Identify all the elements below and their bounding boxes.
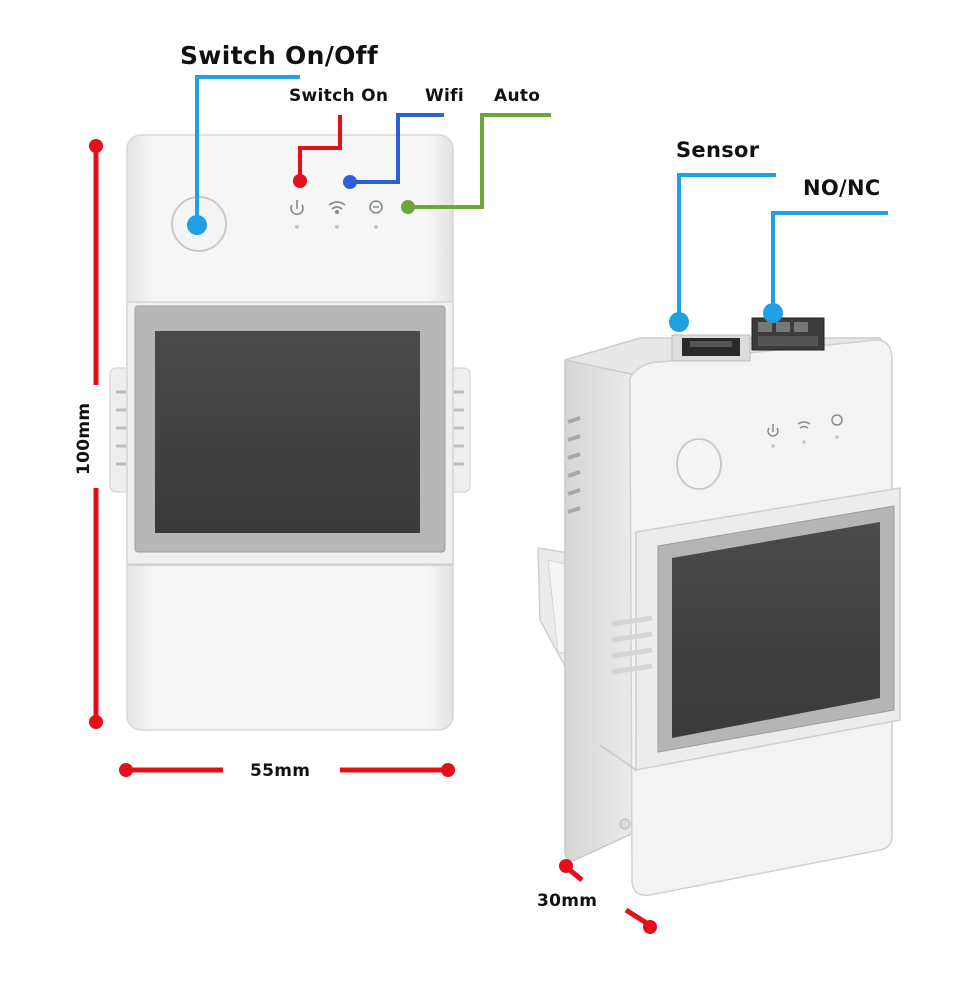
- side-device: [537, 317, 901, 896]
- label-width: 55mm: [250, 761, 311, 781]
- label-auto: Auto: [494, 86, 541, 106]
- callout-switch-onoff: [187, 75, 300, 235]
- callout-switch-on: [293, 115, 342, 188]
- callout-wifi: [343, 113, 444, 189]
- label-switch-onoff: Switch On/Off: [180, 41, 379, 70]
- front-screen: [155, 331, 420, 533]
- label-height: 100mm: [74, 402, 94, 475]
- side-screen: [672, 522, 880, 738]
- sensor-port: [671, 334, 751, 362]
- auto-indicator-icon: [369, 200, 383, 214]
- label-no-nc: NO/NC: [803, 176, 881, 200]
- wifi-indicator-icon: [328, 201, 346, 215]
- front-device: [109, 134, 471, 731]
- label-switch-on: Switch On: [289, 86, 389, 106]
- dimension-markers: [89, 139, 657, 934]
- no-nc-terminal: [751, 317, 825, 351]
- label-wifi: Wifi: [425, 86, 465, 106]
- callout-auto: [401, 113, 551, 214]
- label-depth: 30mm: [537, 891, 598, 911]
- power-indicator-icon: [290, 200, 304, 216]
- side-left-face: [564, 339, 641, 862]
- callout-no-nc: [763, 211, 888, 323]
- side-power-button: [676, 438, 722, 490]
- callout-sensor: [669, 173, 776, 332]
- label-sensor: Sensor: [676, 138, 760, 162]
